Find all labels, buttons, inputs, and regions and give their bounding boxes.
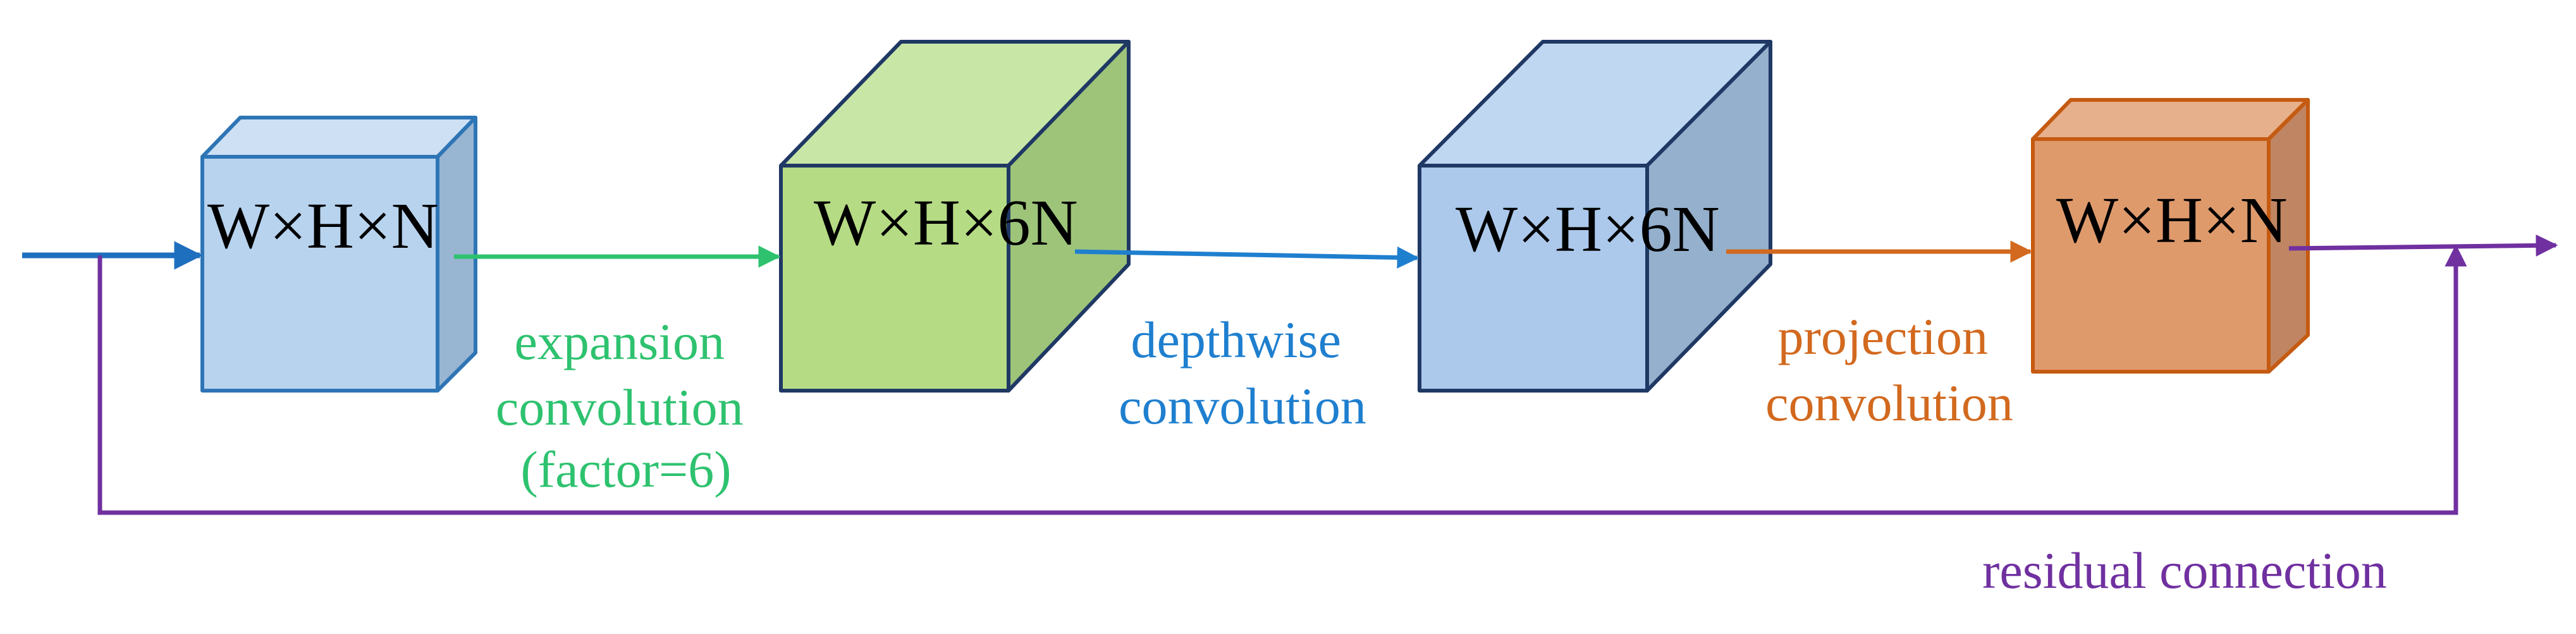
output-arrow [2288, 234, 2558, 257]
depthwise-caption-line-2: convolution [1119, 377, 1366, 435]
block-expanded-label: W×H×6N [814, 186, 1078, 259]
projection-caption: projection convolution [1765, 308, 2013, 432]
block-projected-front [2031, 137, 2271, 374]
block-input: W×H×N [200, 116, 477, 393]
depthwise-caption: depthwise convolution [1119, 311, 1366, 435]
expansion-caption-line-3: (factor=6) [520, 441, 731, 498]
block-depthwise: W×H×6N [1418, 40, 1772, 393]
block-projected-label: W×H×N [2056, 184, 2288, 257]
block-depthwise-label: W×H×6N [1456, 193, 1720, 265]
block-input-top [200, 116, 477, 159]
block-projected: W×H×N [2031, 98, 2310, 374]
expansion-caption-line-1: expansion [515, 313, 725, 370]
block-expanded-front [779, 164, 1010, 393]
expansion-caption: expansion convolution (factor=6) [496, 313, 756, 498]
projection-caption-line-2: convolution [1765, 374, 2013, 432]
residual-connection-line [97, 244, 2467, 515]
block-depthwise-front [1418, 164, 1649, 393]
block-input-front [200, 155, 439, 393]
residual-connection-caption: residual connection [1982, 542, 2387, 599]
block-expanded: W×H×6N [779, 40, 1131, 393]
block-projected-top [2031, 98, 2310, 141]
depthwise-arrow [1074, 246, 1420, 269]
block-input-side [436, 116, 477, 393]
depthwise-caption-line-1: depthwise [1131, 311, 1341, 369]
projection-caption-line-1: projection [1778, 308, 1988, 365]
block-input-label: W×H×N [207, 190, 439, 262]
expansion-caption-line-2: convolution [496, 379, 744, 436]
